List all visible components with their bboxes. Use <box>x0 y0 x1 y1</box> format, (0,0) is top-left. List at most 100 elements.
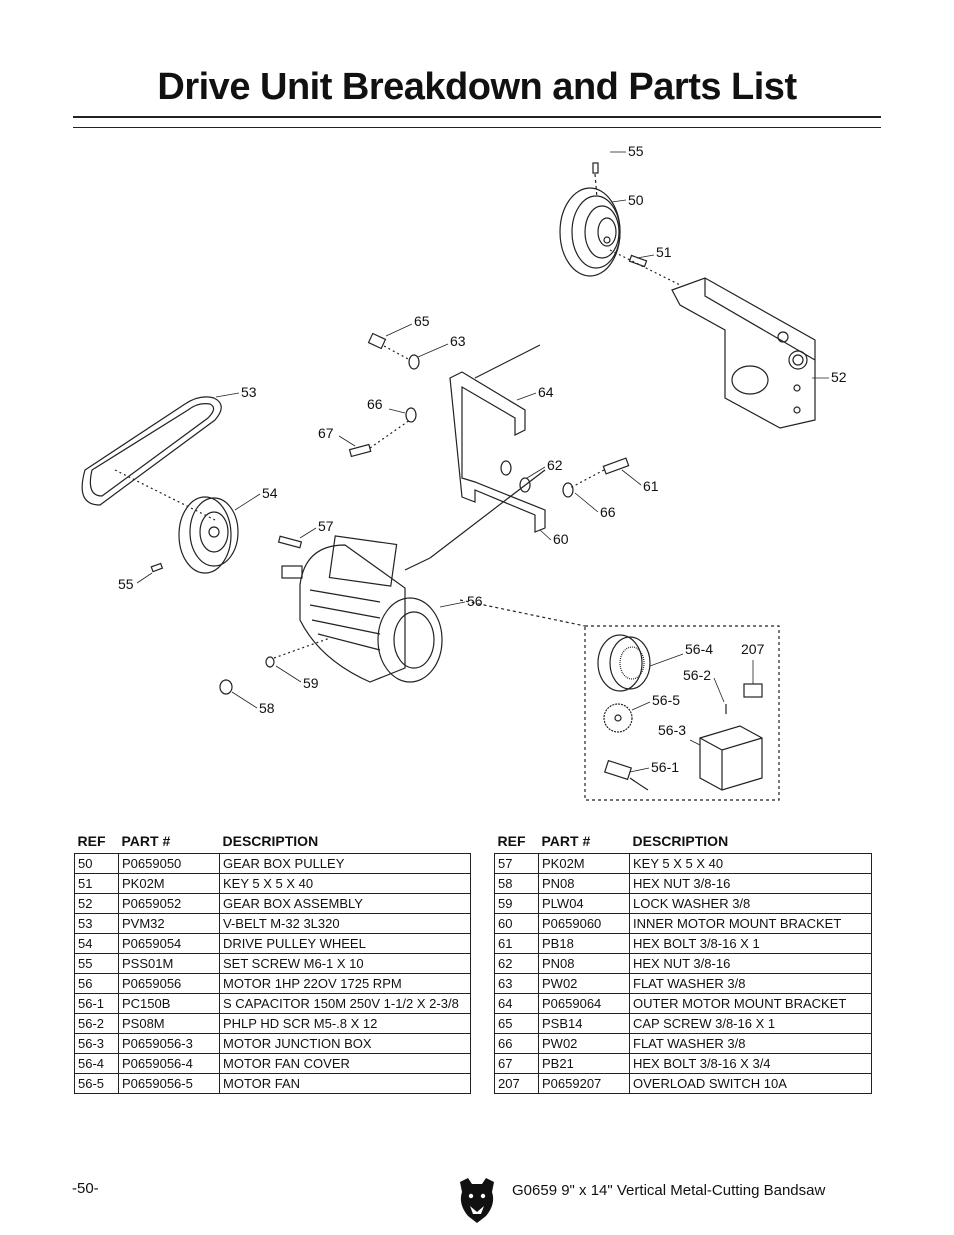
cell-description: KEY 5 X 5 X 40 <box>629 853 872 874</box>
callout-56-2: 56-2 <box>683 667 711 683</box>
cell-part-number: P0659052 <box>118 893 220 914</box>
motor <box>299 544 406 683</box>
motor-fan <box>603 703 633 733</box>
cell-ref: 67 <box>494 1053 539 1074</box>
callout-66-lower: 66 <box>600 504 616 520</box>
gear-box-assembly <box>671 277 816 429</box>
cell-description: OUTER MOTOR MOUNT BRACKET <box>629 993 872 1014</box>
col-header-description: DESCRIPTION <box>632 833 729 849</box>
callout-50: 50 <box>628 192 644 208</box>
cell-description: GEAR BOX PULLEY <box>219 853 471 874</box>
callout-55-top: 55 <box>628 143 644 159</box>
cell-description: MOTOR FAN COVER <box>219 1053 471 1074</box>
page-number: -50- <box>72 1180 99 1197</box>
cell-ref: 56-2 <box>74 1013 119 1034</box>
cell-part-number: PW02 <box>538 1033 630 1054</box>
s-capacitor <box>603 759 633 781</box>
cell-ref: 65 <box>494 1013 539 1034</box>
hex-bolt-67 <box>348 443 372 458</box>
cell-part-number: P0659207 <box>538 1073 630 1094</box>
lock-washer-59 <box>265 656 275 668</box>
callout-60: 60 <box>553 531 569 547</box>
cell-part-number: PS08M <box>118 1013 220 1034</box>
cell-ref: 55 <box>74 953 119 974</box>
title-rule <box>73 116 881 118</box>
cell-part-number: PLW04 <box>538 893 630 914</box>
cell-ref: 59 <box>494 893 539 914</box>
callout-56-5: 56-5 <box>652 692 680 708</box>
callout-62: 62 <box>547 457 563 473</box>
flat-washer-66a <box>405 407 417 423</box>
cell-description: MOTOR FAN <box>219 1073 471 1094</box>
cell-description: S CAPACITOR 150M 250V 1-1/2 X 2-3/8 <box>219 993 471 1014</box>
cell-ref: 64 <box>494 993 539 1014</box>
callout-56-4: 56-4 <box>685 641 713 657</box>
cell-description: HEX NUT 3/8-16 <box>629 873 872 894</box>
hex-bolt-61 <box>602 457 630 475</box>
cell-ref: 207 <box>494 1073 539 1094</box>
set-screw-top <box>592 162 599 174</box>
callout-67: 67 <box>318 425 334 441</box>
cell-part-number: P0659056-3 <box>118 1033 220 1054</box>
motor-fan-cover <box>597 634 643 692</box>
grizzly-bear-logo-icon <box>460 1178 494 1223</box>
cell-ref: 56 <box>74 973 119 994</box>
cell-description: MOTOR 1HP 22OV 1725 RPM <box>219 973 471 994</box>
motor-junction-box <box>699 725 763 791</box>
cell-part-number: P0659054 <box>118 933 220 954</box>
cell-part-number: PN08 <box>538 953 630 974</box>
cell-description: INNER MOTOR MOUNT BRACKET <box>629 913 872 934</box>
col-header-part: PART # <box>541 833 591 849</box>
set-screw-bottom <box>150 562 164 573</box>
callout-64: 64 <box>538 384 554 400</box>
cell-description: HEX NUT 3/8-16 <box>629 953 872 974</box>
cell-ref: 50 <box>74 853 119 874</box>
cell-part-number: PK02M <box>538 853 630 874</box>
callout-59: 59 <box>303 675 319 691</box>
cell-description: MOTOR JUNCTION BOX <box>219 1033 471 1054</box>
v-belt <box>81 396 222 506</box>
key-57 <box>277 535 303 549</box>
cell-ref: 62 <box>494 953 539 974</box>
col-header-description: DESCRIPTION <box>222 833 319 849</box>
cell-ref: 52 <box>74 893 119 914</box>
cell-description: CAP SCREW 3/8-16 X 1 <box>629 1013 872 1034</box>
cell-part-number: PVM32 <box>118 913 220 934</box>
cell-description: KEY 5 X 5 X 40 <box>219 873 471 894</box>
cell-part-number: PSS01M <box>118 953 220 974</box>
drive-unit-diagram: 55 50 51 65 63 53 66 64 52 67 62 61 54 6… <box>81 143 847 801</box>
col-header-ref: REF <box>77 833 106 849</box>
callout-52: 52 <box>831 369 847 385</box>
cell-part-number: PK02M <box>118 873 220 894</box>
callout-66-upper: 66 <box>367 396 383 412</box>
hex-nut-58 <box>219 679 233 695</box>
cell-part-number: P0659050 <box>118 853 220 874</box>
cell-ref: 53 <box>74 913 119 934</box>
cell-ref: 51 <box>74 873 119 894</box>
callout-58: 58 <box>259 700 275 716</box>
title-rule-thin <box>73 127 881 128</box>
cell-part-number: P0659060 <box>538 913 630 934</box>
cell-description: DRIVE PULLEY WHEEL <box>219 933 471 954</box>
callout-56-1: 56-1 <box>651 759 679 775</box>
cell-part-number: PN08 <box>538 873 630 894</box>
cell-ref: 57 <box>494 853 539 874</box>
cell-part-number: PSB14 <box>538 1013 630 1034</box>
hex-nut-62 <box>500 460 512 476</box>
cell-description: SET SCREW M6-1 X 10 <box>219 953 471 974</box>
